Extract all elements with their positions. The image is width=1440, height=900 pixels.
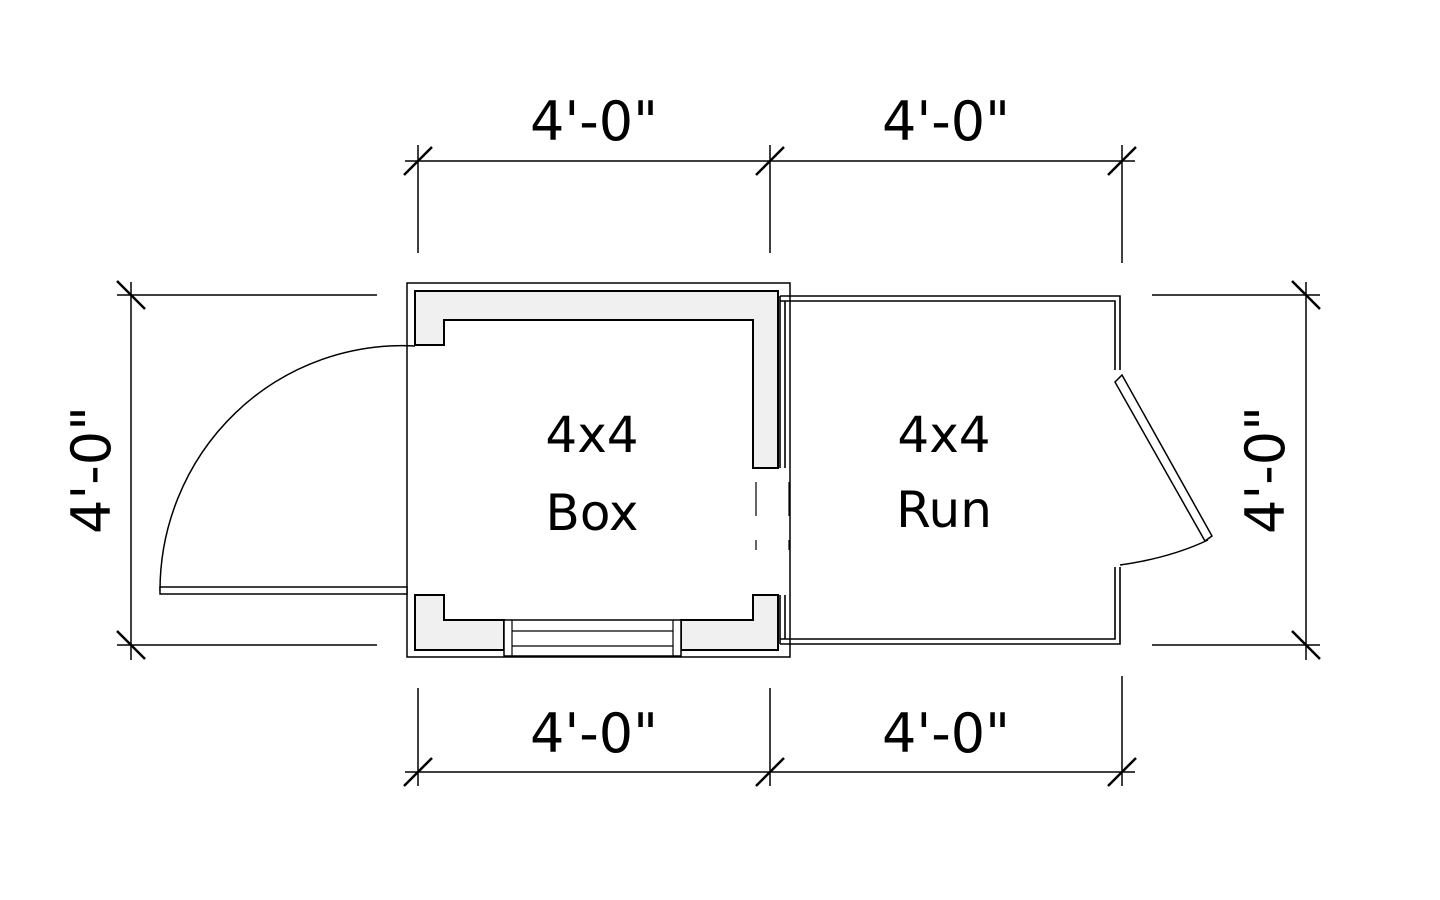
right-tick-bottom: [1291, 630, 1321, 660]
dim-label-right-side: 4'-0": [1234, 406, 1297, 534]
bottom-tick-right: [1107, 757, 1137, 787]
run-bottom-rail: [780, 567, 1121, 645]
left-tick-top: [116, 280, 146, 310]
run-enclosure: [779, 295, 1213, 645]
run-label-size: 4x4: [897, 406, 990, 464]
dim-label-left-side: 4'-0": [60, 406, 123, 534]
box-wall-lower-left: [414, 594, 505, 651]
room-labels: 4x4 Box 4x4 Run: [545, 406, 992, 542]
dimension-labels: 4'-0" 4'-0" 4'-0" 4'-0" 4'-0" 4'-0": [60, 90, 1297, 765]
box-wall-lower-right: [680, 594, 779, 651]
box-walls: [406, 282, 791, 658]
run-gate-arc: [1119, 539, 1209, 566]
box-wall-upper: [414, 290, 779, 469]
run-top-rail: [780, 295, 1121, 370]
dim-label-top-left: 4'-0": [530, 90, 658, 153]
dim-label-bottom-right: 4'-0": [882, 702, 1010, 765]
door-leaf: [159, 586, 408, 595]
bottom-tick-left: [403, 757, 433, 787]
window: [503, 619, 682, 657]
left-tick-bottom: [116, 630, 146, 660]
dim-label-bottom-left: 4'-0": [530, 702, 658, 765]
box-outline: [406, 282, 791, 658]
top-tick-mid: [755, 146, 785, 176]
run-label-name: Run: [896, 481, 992, 539]
box-door: [159, 344, 416, 595]
bottom-tick-mid: [755, 757, 785, 787]
box-label-name: Box: [546, 484, 639, 542]
right-tick-top: [1291, 280, 1321, 310]
run-gate-leaf: [1114, 373, 1213, 543]
door-swing-arc: [159, 344, 416, 592]
dim-label-top-right: 4'-0": [882, 90, 1010, 153]
top-tick-left: [403, 146, 433, 176]
top-tick-right: [1107, 146, 1137, 176]
dimension-lines: [116, 145, 1321, 787]
box-label-size: 4x4: [545, 406, 638, 464]
